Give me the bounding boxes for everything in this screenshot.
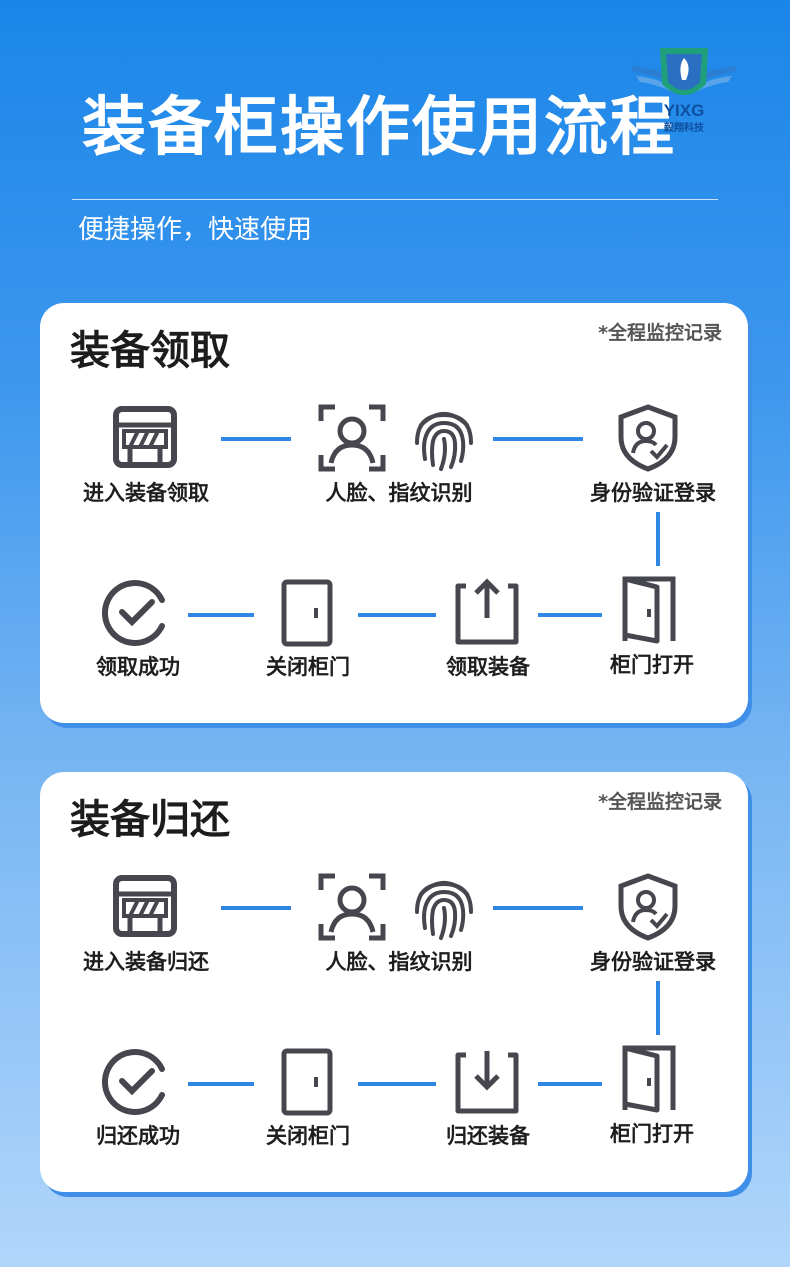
step-done: 领取成功: [96, 655, 180, 679]
step-take: 归还装备: [446, 1124, 530, 1148]
logo-text: YIXG: [664, 101, 705, 120]
fingerprint-icon: [415, 881, 473, 940]
step-close: 关闭柜门: [266, 655, 350, 679]
step-enter: 进入装备领取: [83, 481, 209, 505]
face-recognition-icon: [318, 873, 386, 941]
step-take: 领取装备: [446, 655, 530, 679]
flow-connector: [188, 1082, 254, 1086]
flow-connector: [656, 981, 660, 1035]
step-open: 柜门打开: [610, 1122, 694, 1146]
step-verify: 身份验证登录: [590, 481, 716, 505]
page-subtitle: 便捷操作，快速使用: [78, 215, 313, 245]
flow-connector: [188, 613, 254, 617]
step-close: 关闭柜门: [266, 1124, 350, 1148]
download-box-icon: [455, 1051, 519, 1114]
flow-connector: [493, 437, 583, 441]
shield-user-icon: [618, 404, 678, 472]
face-recognition-icon: [318, 404, 386, 472]
shield-user-icon: [618, 873, 678, 941]
upload-box-icon: [455, 578, 519, 645]
company-logo: YIXG 毅翔科技: [630, 48, 738, 134]
section-title: 装备归还: [70, 797, 230, 843]
fingerprint-icon: [415, 412, 473, 471]
page-title: 装备柜操作使用流程: [82, 91, 676, 165]
step-face-finger: 人脸、指纹识别: [325, 481, 473, 505]
open-door-icon: [622, 576, 676, 644]
closed-door-icon: [281, 1048, 333, 1116]
section-card-collect: 装备领取 *全程监控记录 进入装备领取 人脸、指纹识别 身份验证登录: [40, 303, 748, 723]
section-card-return: 装备归还 *全程监控记录 进入装备归还 人脸、指纹识别 身份验证登录: [40, 772, 748, 1192]
flow-connector: [538, 613, 602, 617]
section-title: 装备领取: [70, 328, 230, 374]
cabinet-barrier-icon: [113, 875, 177, 937]
success-check-icon: [102, 1049, 165, 1115]
flow-connector: [538, 1082, 602, 1086]
step-face-finger: 人脸、指纹识别: [325, 950, 473, 974]
step-verify: 身份验证登录: [590, 950, 716, 974]
monitor-note: *全程监控记录: [598, 791, 722, 813]
monitor-note: *全程监控记录: [598, 322, 722, 344]
flow-connector: [221, 437, 291, 441]
cabinet-barrier-icon: [113, 406, 177, 468]
flow-connector: [358, 613, 436, 617]
step-enter: 进入装备归还: [83, 950, 209, 974]
step-open: 柜门打开: [610, 653, 694, 677]
flow-connector: [656, 512, 660, 566]
flow-connector: [493, 906, 583, 910]
header-divider: [72, 199, 718, 200]
closed-door-icon: [281, 579, 333, 647]
open-door-icon: [622, 1045, 676, 1113]
success-check-icon: [102, 580, 165, 646]
flow-connector: [221, 906, 291, 910]
logo-subtext: 毅翔科技: [663, 121, 705, 134]
step-done: 归还成功: [96, 1124, 180, 1148]
flow-connector: [358, 1082, 436, 1086]
